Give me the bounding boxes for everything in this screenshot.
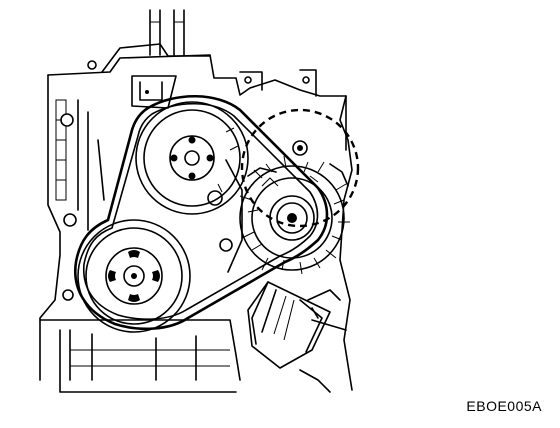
engine-block (39, 54, 353, 393)
oil-filter (247, 281, 331, 369)
figure-code: EBOE005A (466, 398, 542, 414)
oil-pan (59, 329, 237, 393)
alternator (239, 108, 360, 275)
top-pipes (149, 9, 185, 56)
water-pump-pulley (135, 101, 249, 215)
drive-belt (74, 94, 329, 331)
crankshaft-pulley (77, 219, 191, 333)
upper-mount (101, 43, 211, 109)
